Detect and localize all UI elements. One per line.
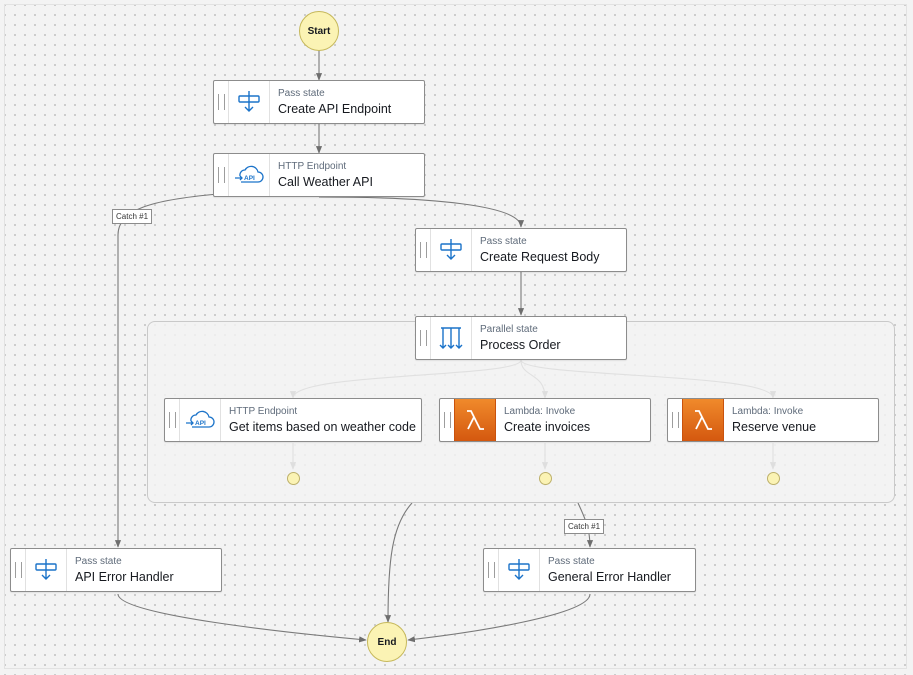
branch-end-get-items [287,472,300,485]
end-node[interactable]: End [367,622,407,662]
state-name-label: Create API Endpoint [278,101,392,116]
state-type-label: Lambda: Invoke [732,405,804,417]
state-process-order[interactable]: Parallel state Process Order [415,316,627,360]
parallel-state-icon [430,317,472,359]
edge-general-error-to-end [407,593,591,643]
canvas-frame [4,4,907,669]
drag-handle[interactable] [416,317,430,359]
state-type-label: Pass state [75,555,122,567]
svg-text:API: API [195,420,206,427]
state-name-label: Call Weather API [278,174,373,189]
state-name-label: Get items based on weather code [229,419,416,434]
drag-handle[interactable] [484,549,498,591]
pass-state-icon [498,549,540,591]
state-api-error-handler[interactable]: Pass state API Error Handler [10,548,222,592]
state-name-label: Create invoices [504,419,591,434]
state-name-label: Create Request Body [480,249,600,264]
api-cloud-icon: API [228,154,270,196]
branch-end-reserve-venue [767,472,780,485]
end-label: End [377,636,397,648]
drag-handle[interactable] [416,229,430,271]
state-type-label: Pass state [480,235,527,247]
drag-handle[interactable] [165,399,179,441]
start-label: Start [307,25,331,37]
drag-handle[interactable] [214,81,228,123]
state-create-invoices[interactable]: Lambda: Invoke Create invoices [439,398,651,442]
state-create-request-body[interactable]: Pass state Create Request Body [415,228,627,272]
drag-handle[interactable] [668,399,682,441]
catch-label-parallel: Catch #1 [564,519,605,534]
start-node[interactable]: Start [299,11,339,51]
state-type-label: Pass state [278,87,325,99]
state-name-label: General Error Handler [548,569,671,584]
branch-end-create-invoices [539,472,552,485]
edge-call-weather-to-request-body [318,196,525,228]
api-cloud-icon: API [179,399,221,441]
state-name-label: Process Order [480,337,561,352]
pass-state-icon [228,81,270,123]
state-call-weather-api[interactable]: API HTTP Endpoint Call Weather API [213,153,425,197]
pass-state-icon [25,549,67,591]
edge-parallel-to-end [384,502,413,623]
state-type-label: HTTP Endpoint [229,405,298,417]
drag-handle[interactable] [11,549,25,591]
state-reserve-venue[interactable]: Lambda: Invoke Reserve venue [667,398,879,442]
drag-handle[interactable] [214,154,228,196]
state-name-label: API Error Handler [75,569,174,584]
state-get-items[interactable]: API HTTP Endpoint Get items based on wea… [164,398,422,442]
state-type-label: Pass state [548,555,595,567]
pass-state-icon [430,229,472,271]
state-type-label: Parallel state [480,323,538,335]
state-type-label: Lambda: Invoke [504,405,576,417]
svg-text:API: API [244,175,255,182]
state-type-label: HTTP Endpoint [278,160,347,172]
lambda-icon [682,399,724,441]
state-name-label: Reserve venue [732,419,817,434]
lambda-icon [454,399,496,441]
state-general-error-handler[interactable]: Pass state General Error Handler [483,548,696,592]
catch-label-call-weather: Catch #1 [112,209,153,224]
edge-api-error-to-end [117,593,367,643]
state-create-api-endpoint[interactable]: Pass state Create API Endpoint [213,80,425,124]
drag-handle[interactable] [440,399,454,441]
